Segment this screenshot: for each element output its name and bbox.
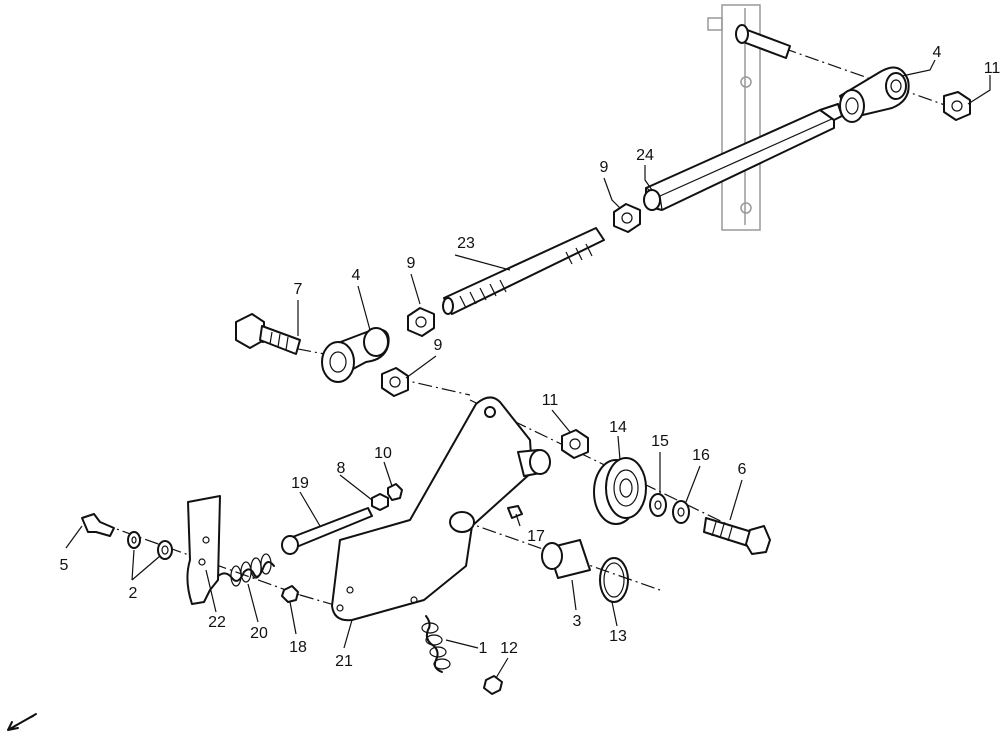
callout-19: 19 [291, 475, 309, 492]
callout-12: 12 [500, 640, 518, 657]
callout-10: 10 [374, 445, 392, 462]
frame-bolt [735, 24, 791, 59]
callout-17: 17 [527, 528, 545, 545]
nut-9-mid [407, 307, 435, 337]
callout-9-top: 9 [600, 159, 609, 176]
washer-15 [649, 493, 667, 517]
washer-2a [127, 531, 141, 549]
callout-13: 13 [609, 628, 627, 645]
leader-lines [65, 59, 991, 679]
nut-11-lower [561, 429, 589, 459]
callout-4-lower: 4 [352, 267, 361, 284]
washer-16 [672, 500, 690, 524]
washer-2b [157, 540, 173, 560]
spring-1 [421, 615, 451, 673]
callout-9-mid: 9 [407, 255, 416, 272]
nut-9-upper [613, 203, 641, 233]
nut-12 [483, 675, 503, 695]
nut-11-upper [943, 91, 971, 121]
callout-23: 23 [457, 235, 475, 252]
rod-end-lower [321, 327, 390, 383]
callout-14: 14 [609, 419, 627, 436]
center-lines [99, 39, 946, 609]
snap-ring-13 [599, 557, 629, 603]
callout-21: 21 [335, 653, 353, 670]
direction-arrow-icon [7, 713, 37, 731]
bearing-14 [593, 457, 647, 525]
nut-10 [387, 483, 403, 501]
nut-8 [371, 493, 389, 511]
bolt-19 [281, 507, 373, 555]
callout-8: 8 [337, 460, 346, 477]
threaded-rod-23 [442, 227, 605, 315]
callout-11-lower: 11 [542, 392, 559, 409]
callout-1: 1 [479, 640, 488, 657]
bolt-17 [507, 505, 523, 519]
callout-16: 16 [692, 447, 710, 464]
callout-3: 3 [573, 613, 582, 630]
callout-20: 20 [250, 625, 268, 642]
callout-2: 2 [129, 585, 138, 602]
bolt-6 [703, 517, 771, 555]
nut-18 [281, 585, 299, 603]
bolt-5 [81, 513, 115, 537]
callout-4-upper: 4 [933, 44, 942, 61]
rod-end-upper [839, 66, 910, 123]
callout-7: 7 [294, 281, 303, 298]
callout-6: 6 [738, 461, 747, 478]
callout-11-upper: 11 [984, 60, 1000, 77]
callout-24: 24 [636, 147, 654, 164]
callout-9-lower: 9 [434, 337, 443, 354]
callout-5: 5 [60, 557, 69, 574]
callout-22: 22 [208, 614, 226, 631]
callout-labels: 4 11 24 9 23 9 4 7 9 11 14 15 16 6 10 8 … [60, 44, 1000, 670]
bolt-7 [235, 313, 301, 355]
nut-9-lower [381, 367, 409, 397]
spring-20 [217, 553, 275, 587]
callout-18: 18 [289, 639, 307, 656]
bushing-3 [541, 539, 591, 579]
lever-plate-21 [331, 396, 551, 622]
callout-15: 15 [651, 433, 669, 450]
square-tube-24 [643, 103, 843, 211]
bracket-22 [186, 495, 221, 605]
